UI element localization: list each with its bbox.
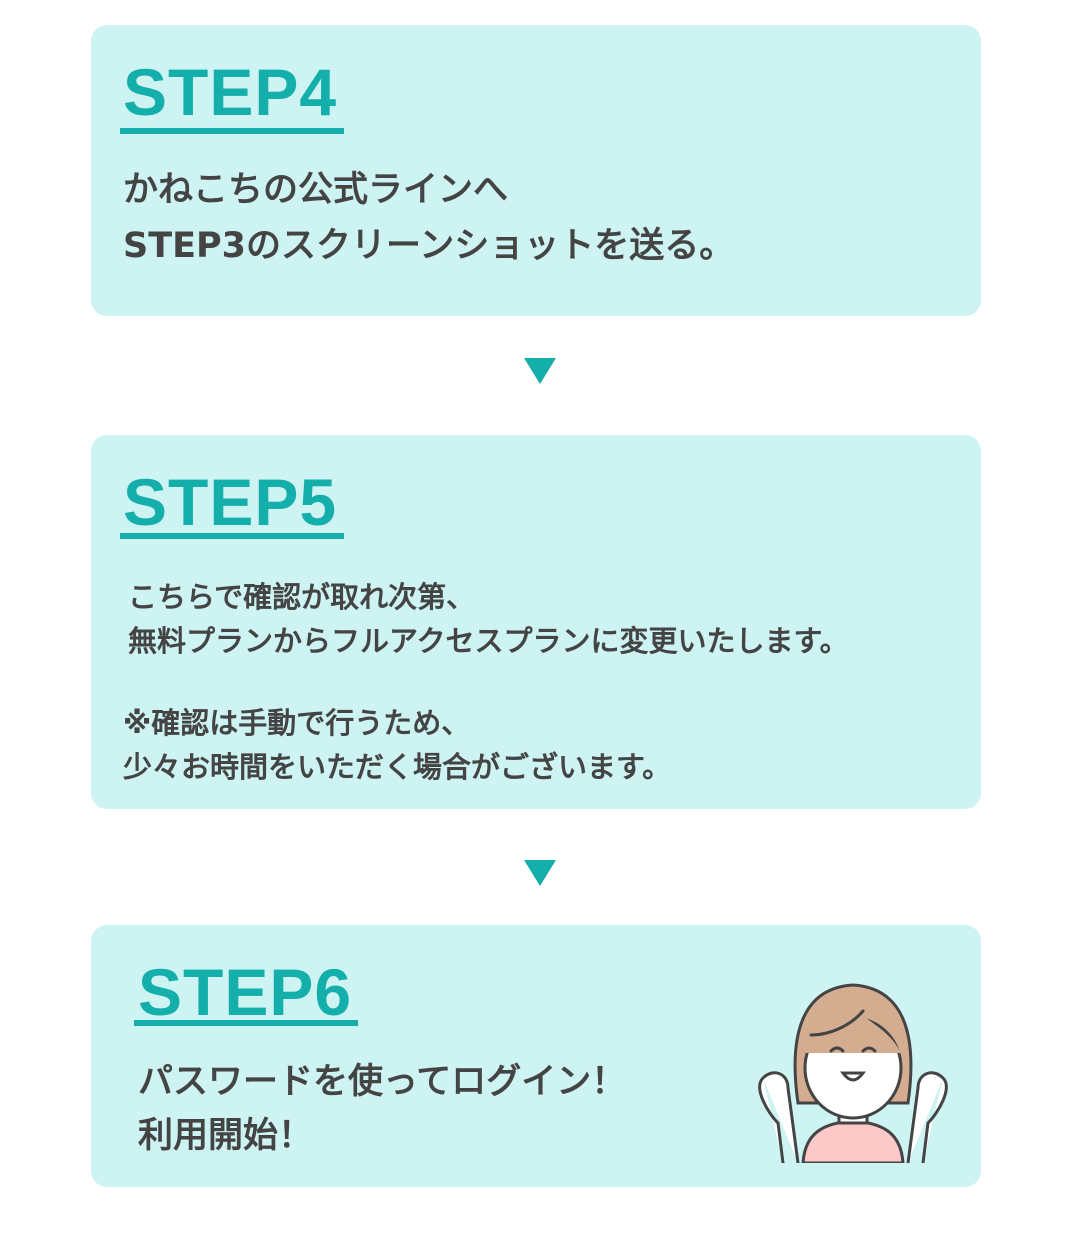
step5-underline [120,533,344,539]
step5-note-2: 少々お時間をいただく場合がございます。 [123,750,672,784]
step4-title: STEP4 [123,55,338,129]
step5-card: STEP5 こちらで確認が取れ次第、 無料プランからフルアクセスプランに変更いた… [91,435,981,809]
down-arrow-icon [524,358,556,384]
step6-underline [134,1020,358,1026]
step4-card: STEP4 かねこちの公式ラインへ STEP3のスクリーンショットを送る。 [91,25,981,316]
step5-note-1: ※確認は手動で行うため、 [123,706,471,740]
step6-title: STEP6 [138,955,353,1029]
step5-title: STEP5 [123,465,338,539]
step6-line-2: 利用開始！ [138,1116,314,1156]
cheering-woman-illustration [758,983,948,1163]
step4-line-1: かねこちの公式ラインへ [123,170,509,210]
down-arrow-icon [524,860,556,886]
step6-line-1: パスワードを使ってログイン！ [138,1062,627,1102]
step4-line-2: STEP3のスクリーンショットを送る。 [123,226,735,266]
step6-card: STEP6 パスワードを使ってログイン！ 利用開始！ [91,925,981,1187]
step5-line-1: こちらで確認が取れ次第、 [128,580,476,614]
step5-line-2: 無料プランからフルアクセスプランに変更いたします。 [128,624,849,658]
step4-underline [120,128,344,134]
